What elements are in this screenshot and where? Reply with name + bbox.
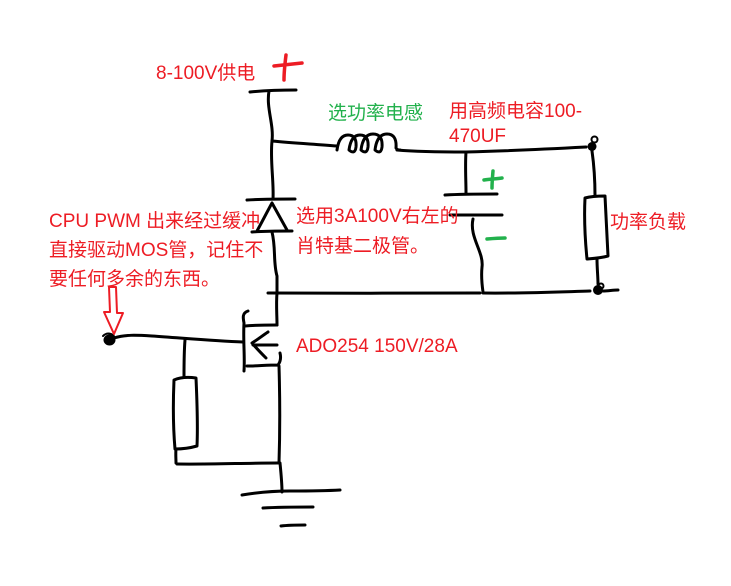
ground-line-1	[240, 488, 342, 497]
ground-line-3	[279, 523, 307, 528]
mosfet-source-wire	[277, 364, 282, 465]
gate-node-scribble	[102, 332, 116, 339]
mosfet-bottom-line	[245, 351, 283, 368]
supply-to-diode-wire	[269, 139, 275, 201]
load-bottom-wire	[595, 257, 600, 286]
pwm-note-line2: 直接驱动MOS管，记住不	[49, 240, 264, 261]
mosfet-top-line	[243, 323, 279, 328]
capacitor-note-line2: 470UF	[449, 126, 507, 147]
mosfet-gate-wire	[112, 333, 245, 344]
diode-note-line1: 选用3A100V右左的	[296, 206, 459, 227]
return-node-knot	[597, 282, 605, 290]
pwm-note-line3: 要任何多余的东西。	[49, 269, 221, 290]
inductor-note-label: 选功率电感	[328, 103, 424, 124]
capacitor-negative-mark	[485, 236, 507, 241]
pwm-input-arrow-icon	[103, 286, 124, 335]
source-return-wire	[175, 461, 280, 466]
load-resistor	[583, 194, 610, 261]
load-top-wire	[590, 149, 597, 198]
supply-label: 8-100V供电	[156, 63, 256, 84]
mosfet-part-label: ADO254 150V/28A	[296, 336, 458, 357]
capacitor-bottom-wire	[470, 217, 485, 294]
load-label: 功率负载	[610, 212, 687, 233]
gate-resistor	[171, 375, 199, 451]
inductor-branch-wire	[270, 139, 339, 148]
output-node-knot	[590, 135, 599, 144]
diode-note-line2: 肖特基二极管。	[296, 236, 430, 257]
diode-anode-wire	[270, 230, 279, 295]
output-node-dot	[587, 142, 597, 151]
capacitor-top-plate	[443, 192, 499, 197]
pwm-note-line1: CPU PWM 出来经过缓冲	[49, 211, 261, 232]
supply-positive-mark	[272, 53, 304, 82]
capacitor-note-line1: 用高频电容100-	[449, 101, 583, 122]
return-bus-wire	[266, 289, 592, 295]
supply-terminal-bar	[248, 88, 298, 94]
inductor-symbol	[335, 132, 402, 154]
gate-node-dot	[103, 334, 116, 346]
ground-line-2	[261, 505, 315, 510]
ground-wire	[278, 461, 284, 494]
diode-cathode-bar	[245, 197, 297, 202]
return-stub-wire	[601, 288, 620, 293]
gate-resistor-top-wire	[182, 338, 187, 379]
supply-wire	[266, 89, 274, 143]
mosfet-gate-bar	[241, 309, 250, 373]
capacitor-positive-mark	[482, 169, 504, 190]
